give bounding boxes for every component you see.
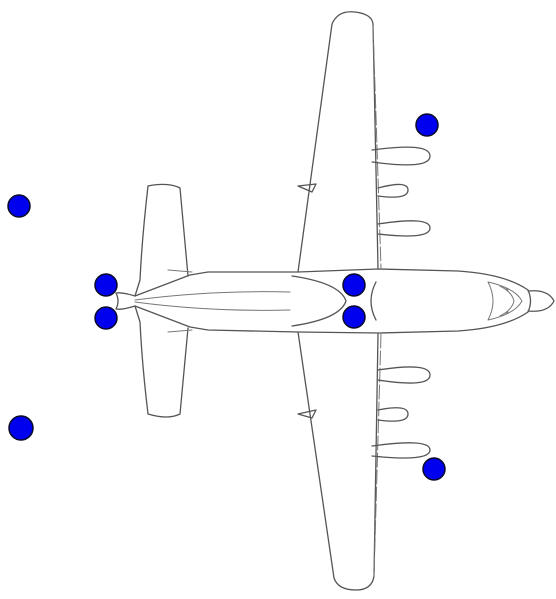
engine-nacelles-lower (371, 366, 431, 459)
marker (7, 194, 31, 218)
marker (94, 273, 118, 297)
cockpit (487, 281, 523, 321)
marker (8, 415, 34, 441)
aircraft-outline (115, 11, 555, 591)
engine-nacelle (377, 366, 431, 384)
main-wing (297, 11, 379, 591)
engine-nacelle (377, 220, 431, 237)
wing-fairing (297, 183, 317, 193)
wing-trailing-edge (372, 25, 382, 577)
wing-fairing (297, 409, 317, 419)
forward-root-fairing (370, 281, 377, 321)
engine-nacelle (377, 407, 409, 422)
cockpit-windows (499, 285, 515, 317)
marker (415, 113, 439, 137)
engine-nacelle (371, 442, 431, 459)
marker (342, 305, 366, 329)
wing-root-fairing (291, 275, 347, 327)
horizontal-stabilizer (134, 183, 189, 418)
engine-nacelle (377, 183, 409, 198)
engine-nacelles-upper (371, 146, 431, 237)
stabilizer-hinge-line (167, 269, 193, 333)
engine-nacelle (371, 146, 431, 166)
marker (422, 457, 446, 481)
marker (94, 306, 118, 330)
nose-cap (527, 290, 555, 312)
marker (342, 273, 366, 297)
fuselage-centerline (134, 291, 291, 311)
markers (7, 113, 446, 481)
fuselage (115, 268, 532, 334)
